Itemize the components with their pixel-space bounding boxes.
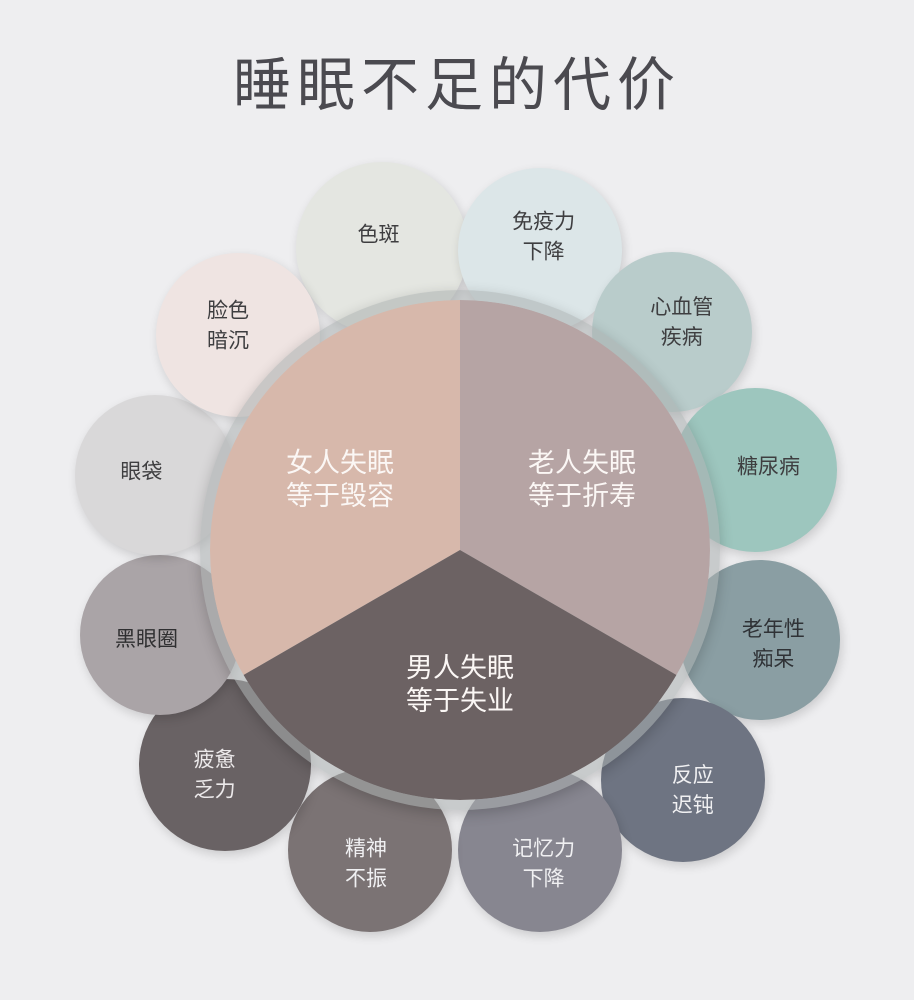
- petal-label-line: 记忆力: [512, 836, 576, 861]
- petal-label: 老年性痴呆: [742, 614, 805, 674]
- petal-label: 疲惫乏力: [194, 744, 236, 804]
- petal-label: 眼袋: [120, 457, 162, 487]
- pie-segment-elderly: [460, 300, 710, 675]
- petal-label-line: 痴呆: [752, 647, 795, 672]
- petal-label-line: 老年性: [741, 617, 805, 642]
- segment-label-elderly: 老人失眠 等于折寿: [472, 447, 692, 513]
- petal-label-line: 黑眼圈: [115, 626, 179, 651]
- petal-label-line: 心血管: [650, 294, 714, 319]
- petal-label-line: 眼袋: [120, 459, 163, 484]
- petal-label-line: 糖尿病: [737, 454, 801, 479]
- petal-label-line: 反应: [671, 763, 714, 788]
- petal-label-line: 免疫力: [512, 209, 576, 234]
- petal-label: 反应迟钝: [672, 760, 714, 820]
- segment-label-line: 老人失眠: [528, 448, 636, 479]
- petal-label-line: 疾病: [660, 324, 703, 349]
- petal-label-line: 疲惫: [193, 747, 236, 772]
- petal-label-line: 暗沉: [206, 328, 249, 353]
- petal-label-line: 下降: [522, 239, 565, 264]
- segment-label-line: 男人失眠: [406, 653, 514, 684]
- segment-label-line: 等于折寿: [528, 481, 636, 512]
- petal-label: 免疫力下降: [512, 206, 575, 266]
- segment-label-line: 等于失业: [406, 686, 514, 717]
- segment-label-women: 女人失眠 等于毁容: [230, 447, 450, 513]
- petal-label: 心血管疾病: [650, 292, 713, 352]
- page-title: 睡眠不足的代价: [232, 51, 681, 119]
- petal-label: 黑眼圈: [115, 624, 178, 654]
- petal-label-line: 色斑: [357, 222, 400, 247]
- petal-label-line: 精神: [344, 836, 387, 861]
- petal-label: 精神不振: [345, 833, 387, 893]
- petal-label: 记忆力下降: [512, 834, 575, 894]
- segment-label-line: 等于毁容: [286, 481, 394, 512]
- petal-label-line: 乏力: [193, 777, 236, 802]
- petal-label: 糖尿病: [737, 451, 800, 481]
- segment-label-line: 女人失眠: [286, 448, 394, 479]
- pie-segment-men: [243, 550, 677, 800]
- petal-label: 色斑: [357, 219, 399, 249]
- segment-label-men: 男人失眠 等于失业: [350, 652, 570, 718]
- petal-label-line: 下降: [522, 866, 565, 891]
- petal-label: 脸色暗沉: [207, 295, 249, 355]
- petal-label-line: 不振: [344, 866, 387, 891]
- petal-label-line: 迟钝: [671, 793, 714, 818]
- petal-label-line: 脸色: [206, 298, 249, 323]
- pie-segment-women: [210, 300, 460, 675]
- center-pie: [210, 300, 710, 800]
